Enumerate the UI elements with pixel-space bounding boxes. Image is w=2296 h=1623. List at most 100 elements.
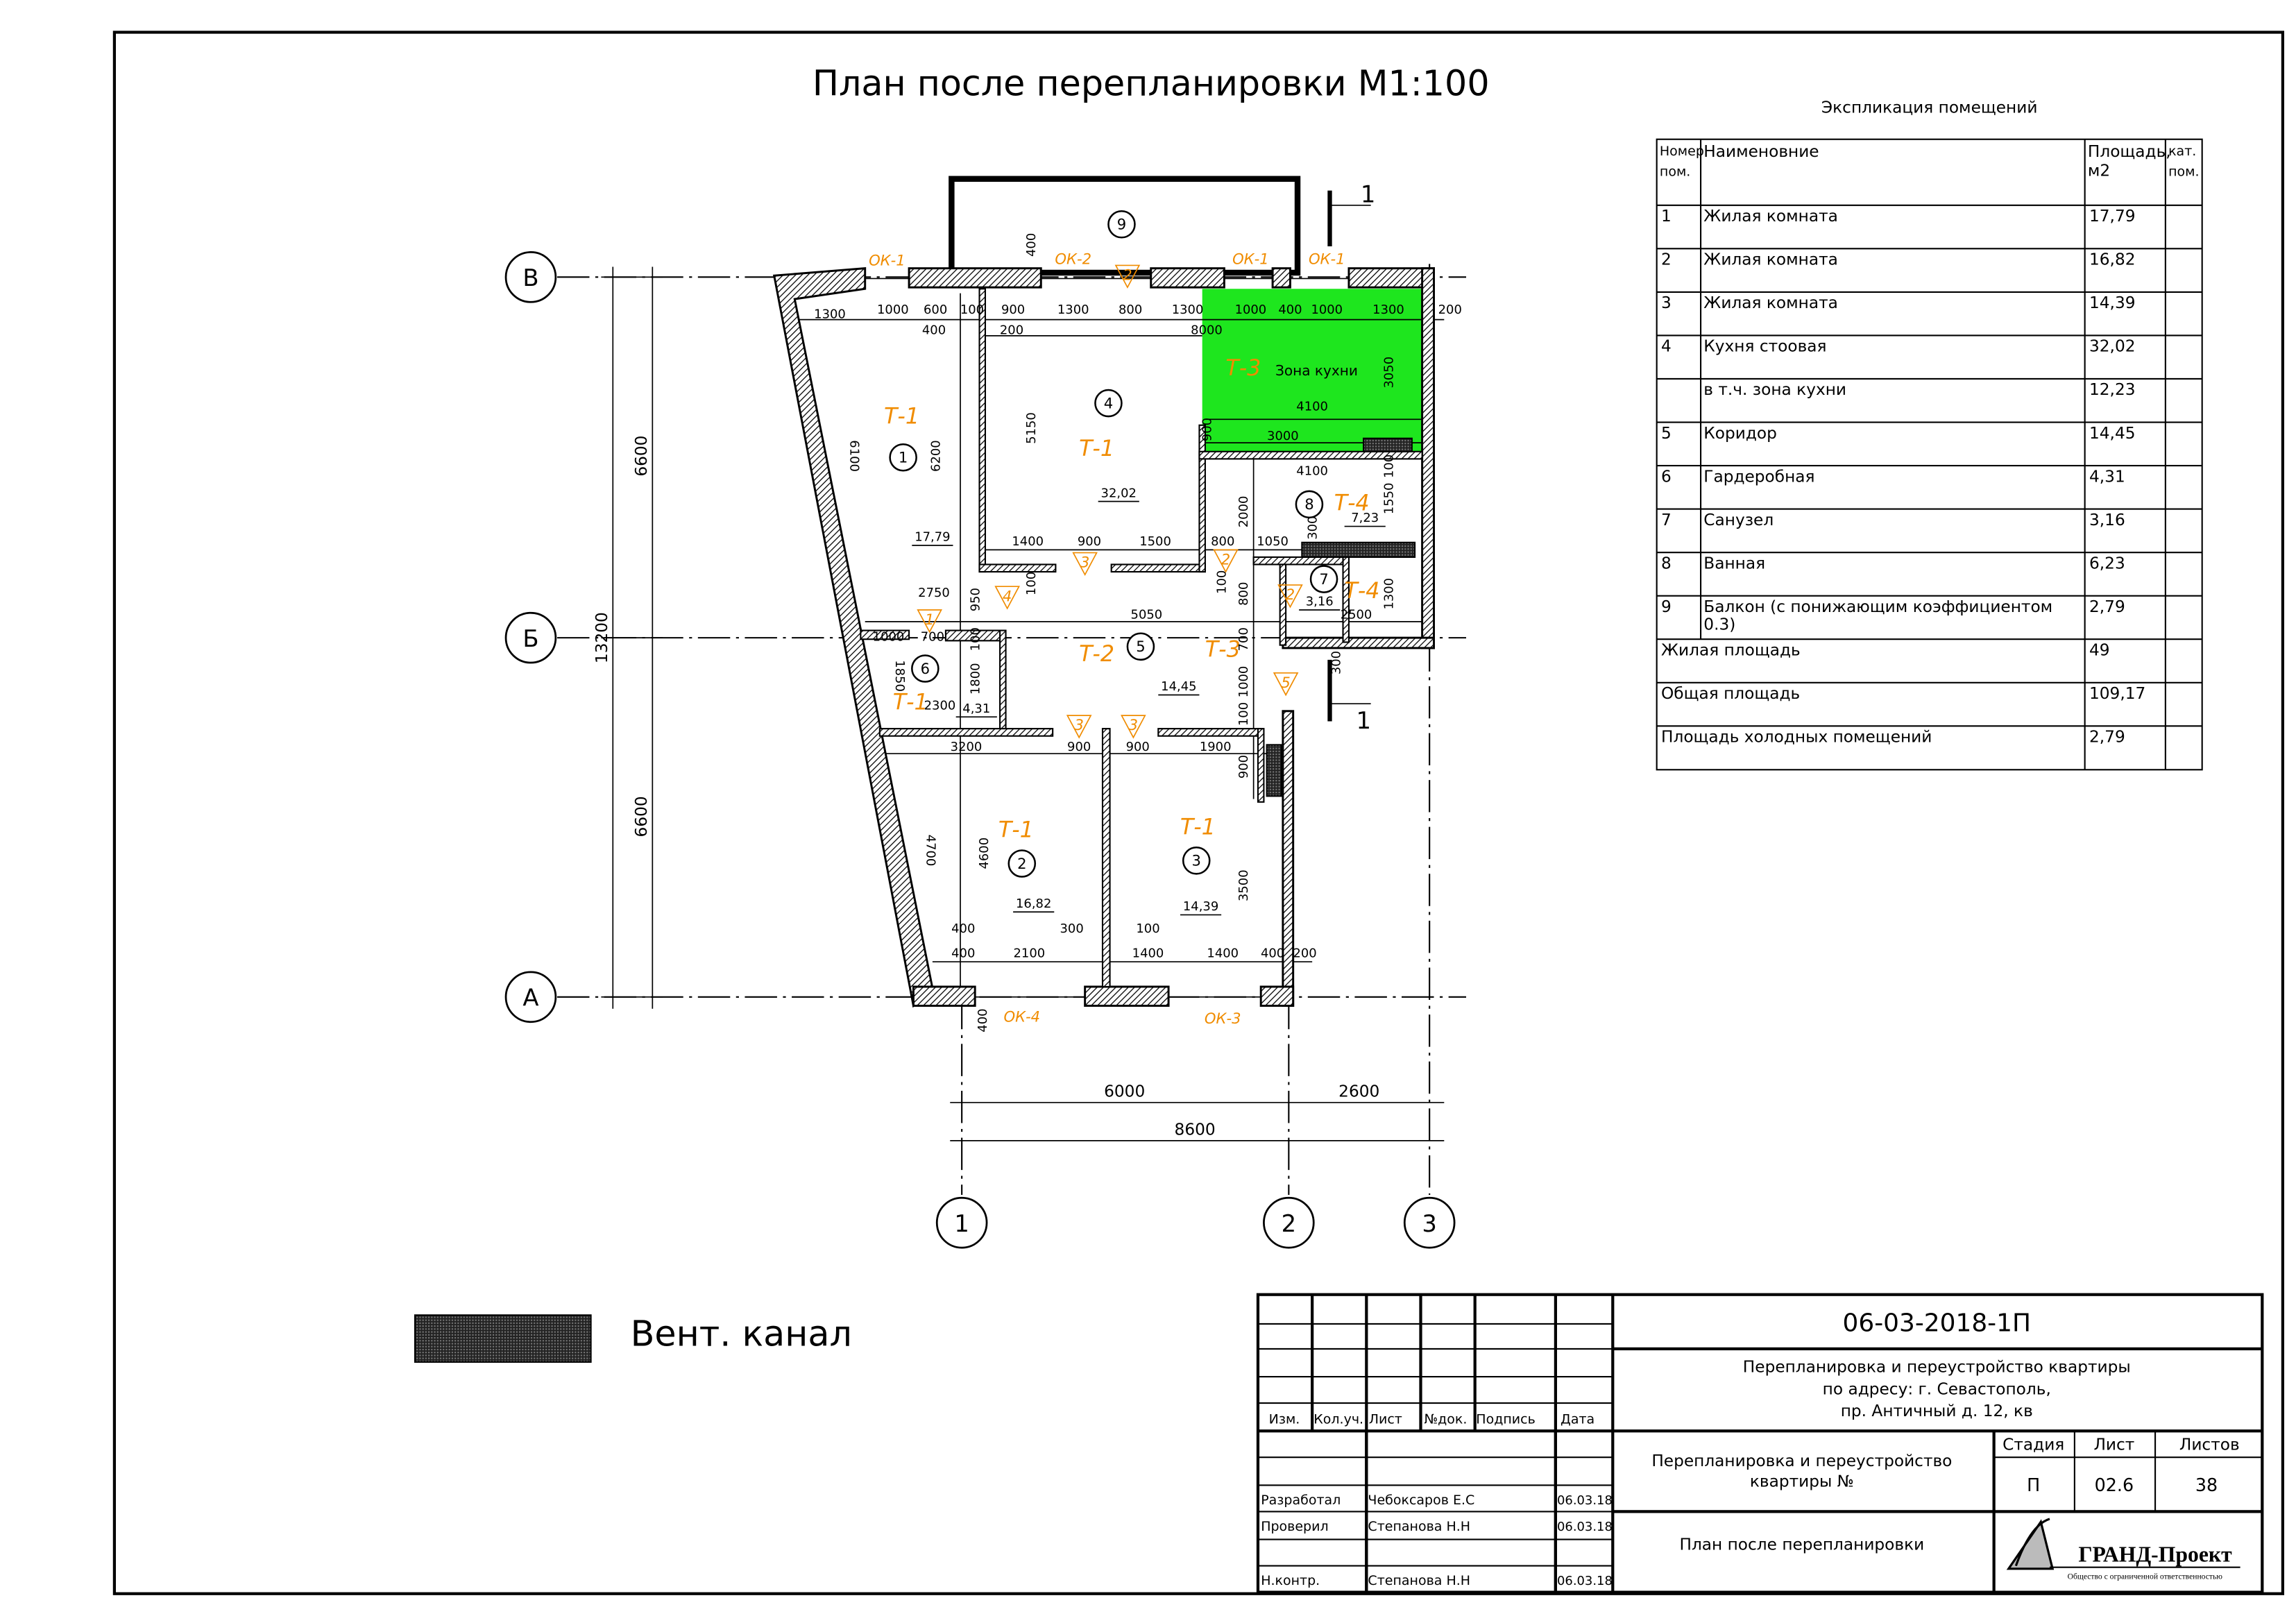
row-name: в т.ч. зона кухни: [1703, 380, 1846, 399]
tb-header: Изм.: [1269, 1412, 1300, 1427]
row-area: 32,02: [2089, 337, 2136, 356]
dimension-label: 1400: [1132, 946, 1164, 961]
room-area: 17,79: [915, 530, 950, 545]
signer-date: 06.03.18: [1557, 1493, 1613, 1508]
explication-title: Экспликация помещений: [1821, 99, 2038, 117]
door-mark-triangle: [1213, 549, 1239, 573]
header-area-2: м2: [2088, 162, 2110, 180]
dimension-label: 1900: [1200, 740, 1232, 754]
room-number: 2: [1017, 855, 1026, 872]
dimension-label: 900: [1236, 755, 1251, 779]
vent-channel-legend-label: Вент. канал: [631, 1314, 852, 1354]
grid-axes: В Б А 1 2 3: [504, 251, 1467, 1249]
dimension-label: 800: [1211, 534, 1234, 549]
dimension-label: 900: [1067, 740, 1091, 754]
dimension-label: 900: [1200, 418, 1214, 441]
door-mark: 3: [1121, 715, 1146, 739]
floor-type-label: Т-3: [1225, 356, 1261, 381]
vent-channel: [1363, 437, 1413, 452]
axis-marker-1: 1: [935, 1196, 988, 1249]
window-mark: ОК-4: [1003, 1008, 1040, 1026]
object-title-line: квартиры №: [1750, 1472, 1854, 1490]
plan-annotations: 117,79216,82314,39432,02514,4564,3173,16…: [814, 210, 1462, 1033]
dimension-label: 100: [1236, 702, 1251, 726]
floor-type-label: Т-3: [1205, 638, 1241, 663]
dimension-label: 1300: [1172, 303, 1204, 317]
room-number-circle: [1309, 565, 1338, 593]
dimension-label: 1300: [1381, 578, 1396, 610]
row-number: 4: [1661, 337, 1672, 356]
svg-text:6600: 6600: [632, 436, 651, 477]
floor-type-label: Т-1: [884, 405, 919, 430]
header-cat: кат.: [2168, 144, 2196, 159]
vent-channel: [1266, 744, 1282, 797]
dimension-label: 200: [1293, 946, 1316, 961]
sheet-label: Лист: [2093, 1436, 2134, 1454]
room-area: 7,23: [1351, 511, 1379, 525]
stage-value: П: [2027, 1475, 2040, 1495]
floor-type-label: Т-2: [1079, 642, 1114, 667]
door-mark-number: 2: [1221, 550, 1230, 568]
dimension-label: 3500: [1236, 869, 1251, 901]
door-mark: 2: [1277, 584, 1303, 609]
dimension-label: 6200: [928, 440, 943, 472]
dimension-label: 100: [969, 627, 983, 651]
row-number: 7: [1661, 511, 1672, 529]
door-mark-number: 3: [1074, 716, 1083, 733]
row-name: Гардеробная: [1703, 467, 1814, 486]
room-number: 9: [1117, 216, 1126, 233]
floor-type-label: Т-1: [998, 817, 1034, 842]
dimension-label: 5050: [1131, 608, 1163, 622]
room-number-circle: [1126, 632, 1155, 661]
table-border: [1656, 138, 2203, 771]
dimension-label: 300: [1060, 921, 1084, 936]
tb-header: №док.: [1424, 1412, 1467, 1427]
room-marker: 9: [1107, 210, 1136, 239]
sheets-label: Листов: [2179, 1436, 2240, 1454]
room-area: 16,82: [1016, 897, 1051, 911]
dimension-label: 1000: [1236, 666, 1251, 698]
dimension-label: 400: [976, 1008, 990, 1032]
door-mark: 5: [1273, 672, 1299, 697]
document-code: 06-03-2018-1П: [1843, 1309, 2031, 1338]
dimension-label: 300: [1305, 516, 1320, 540]
object-title-line: Перепланировка и переустройство: [1651, 1452, 1952, 1470]
dimension-label: 800: [1119, 303, 1142, 317]
dimension-label: 400: [1024, 233, 1039, 257]
door-mark-triangle: [1273, 672, 1299, 697]
dimension-label: 3000: [1267, 429, 1299, 443]
room-number: 6: [921, 660, 930, 677]
dimension-label: 400: [922, 323, 946, 338]
room-marker: 64,31: [911, 654, 997, 718]
section-mark-top: 1: [1327, 181, 1375, 246]
dimension-label: 1000: [1311, 303, 1343, 317]
room-marker: 314,39: [1180, 846, 1222, 916]
header-num-2: пом.: [1660, 164, 1690, 180]
header-cat-2: пом.: [2168, 164, 2199, 180]
room-number-circle: [1295, 490, 1324, 519]
dimension-label: 200: [1438, 303, 1462, 317]
project-title-line: пр. Античный д. 12, кв: [1841, 1402, 2033, 1420]
dimension-label: 3200: [951, 740, 983, 754]
row-name: Кухня стоовая: [1703, 337, 1826, 356]
svg-text:2600: 2600: [1338, 1082, 1379, 1101]
room-marker: 117,79: [889, 443, 953, 546]
window-mark: ОК-1: [869, 251, 905, 269]
dimension-label: 3050: [1381, 357, 1396, 389]
dimension-label: 100: [1136, 921, 1159, 936]
window-mark: ОК-2: [1055, 250, 1091, 267]
door-mark-triangle: [994, 586, 1020, 610]
axis-marker-2: 2: [1263, 1196, 1315, 1249]
header-num: Номер: [1660, 144, 1704, 159]
room-area: 14,45: [1161, 679, 1196, 694]
door-mark-triangle: [1072, 552, 1098, 577]
dimension-label: 100: [1024, 572, 1039, 595]
door-mark: 3: [1072, 552, 1098, 577]
window-mark: ОК-1: [1232, 250, 1269, 267]
room-marker: 216,82: [1007, 849, 1055, 913]
dimension-label: 1000: [873, 629, 905, 644]
dimension-label: 1300: [1057, 303, 1089, 317]
door-mark-triangle: [1277, 584, 1303, 609]
row-number: 8: [1661, 554, 1672, 572]
